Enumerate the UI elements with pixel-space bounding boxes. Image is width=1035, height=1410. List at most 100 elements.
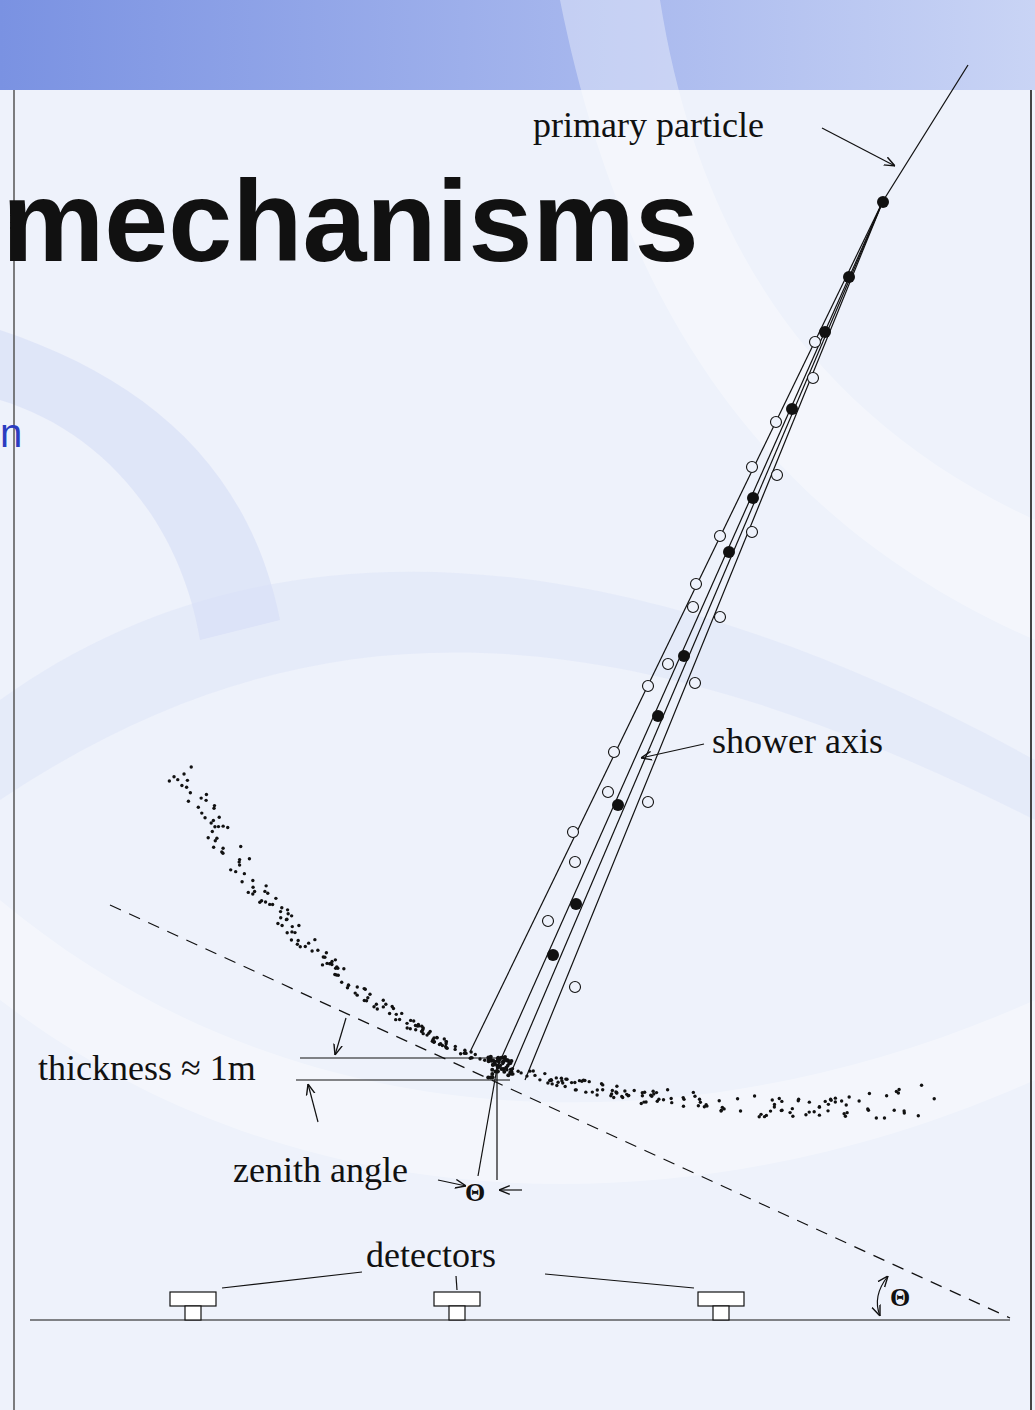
leader-line (222, 1272, 362, 1288)
front-particle (420, 1025, 423, 1028)
secondary-particle (810, 337, 821, 348)
front-particle (425, 1033, 428, 1036)
secondary-particle (690, 678, 701, 689)
front-particle (323, 956, 326, 959)
front-particle (285, 918, 288, 921)
front-particle (211, 830, 214, 833)
front-particle (883, 1116, 886, 1119)
front-particle (496, 1069, 500, 1073)
front-particle (221, 852, 224, 855)
front-particle (615, 1091, 618, 1094)
front-particle (491, 1058, 495, 1062)
front-particle (682, 1096, 685, 1099)
front-particle (187, 800, 190, 803)
callout-label: zenith angle (233, 1152, 408, 1188)
front-particle (564, 1077, 567, 1080)
front-particle (623, 1089, 626, 1092)
detector-box (434, 1292, 480, 1306)
front-particle (251, 892, 254, 895)
front-particle (310, 949, 313, 952)
front-particle (409, 1027, 412, 1030)
front-particle (669, 1097, 672, 1100)
front-particle (718, 1099, 721, 1102)
detector-stand (449, 1306, 465, 1320)
front-particle (271, 903, 274, 906)
front-particle (640, 1102, 643, 1105)
frame-line (1030, 90, 1032, 1410)
front-particle (394, 1018, 397, 1021)
front-particle (409, 1019, 412, 1022)
front-particle (736, 1097, 739, 1100)
front-particle (508, 1070, 512, 1074)
front-particle (297, 924, 300, 927)
front-particle (827, 1103, 830, 1106)
front-particle (307, 941, 310, 944)
front-particle (238, 858, 241, 861)
front-particle (337, 973, 340, 976)
front-particle (443, 1037, 446, 1040)
hadron-particle (786, 403, 798, 415)
front-particle (504, 1066, 508, 1070)
dimension-label: thickness ≈ 1m (38, 1050, 256, 1086)
front-particle (885, 1094, 888, 1097)
front-particle (400, 1012, 403, 1015)
leader-line (456, 1276, 457, 1290)
angle-arc (877, 1276, 888, 1316)
front-particle (248, 857, 251, 860)
front-particle (897, 1088, 900, 1091)
front-particle (296, 943, 299, 946)
secondary-particle (570, 857, 581, 868)
front-particle (840, 1099, 843, 1102)
front-particle (845, 1103, 848, 1106)
front-particle (548, 1079, 551, 1082)
front-particle (842, 1112, 845, 1115)
front-particle (290, 914, 293, 917)
front-particle (561, 1081, 564, 1084)
front-particle (263, 890, 266, 893)
front-particle (556, 1081, 559, 1084)
front-particle (580, 1079, 583, 1082)
front-particle (543, 1072, 546, 1075)
front-particle (845, 1111, 848, 1114)
leader-line (499, 1189, 522, 1190)
front-particle (296, 939, 299, 942)
front-particle (826, 1109, 829, 1112)
front-particle (791, 1107, 794, 1110)
front-particle (221, 824, 224, 827)
front-particle (614, 1090, 617, 1093)
front-particle (190, 765, 193, 768)
front-particle (204, 799, 207, 802)
front-particle (834, 1100, 837, 1103)
front-particle (478, 1057, 481, 1060)
front-particle (788, 1111, 791, 1114)
front-particle (693, 1095, 696, 1098)
front-particle (280, 924, 283, 927)
front-particle (490, 1072, 494, 1076)
front-particle (868, 1092, 871, 1095)
front-particle (588, 1080, 591, 1083)
front-particle (266, 892, 269, 895)
front-particle (601, 1083, 604, 1086)
front-particle (405, 1022, 408, 1025)
front-particle (875, 1116, 878, 1119)
front-particle (247, 891, 250, 894)
front-particle (763, 1115, 766, 1118)
front-particle (808, 1100, 811, 1103)
front-particle (818, 1105, 821, 1108)
front-particle (239, 845, 242, 848)
front-particle (221, 847, 224, 850)
front-particle (238, 863, 241, 866)
secondary-particle (609, 747, 620, 758)
front-particle (405, 1026, 408, 1029)
front-particle (818, 1113, 821, 1116)
front-particle (432, 1041, 435, 1044)
dimension-arrow (308, 1084, 318, 1122)
front-particle (797, 1097, 800, 1100)
front-particle (549, 1078, 552, 1081)
front-particle (917, 1114, 920, 1117)
front-particle (516, 1070, 519, 1073)
front-particle (596, 1088, 599, 1091)
front-particle (525, 1074, 528, 1077)
detector-stand (713, 1306, 729, 1320)
front-particle (464, 1052, 467, 1055)
